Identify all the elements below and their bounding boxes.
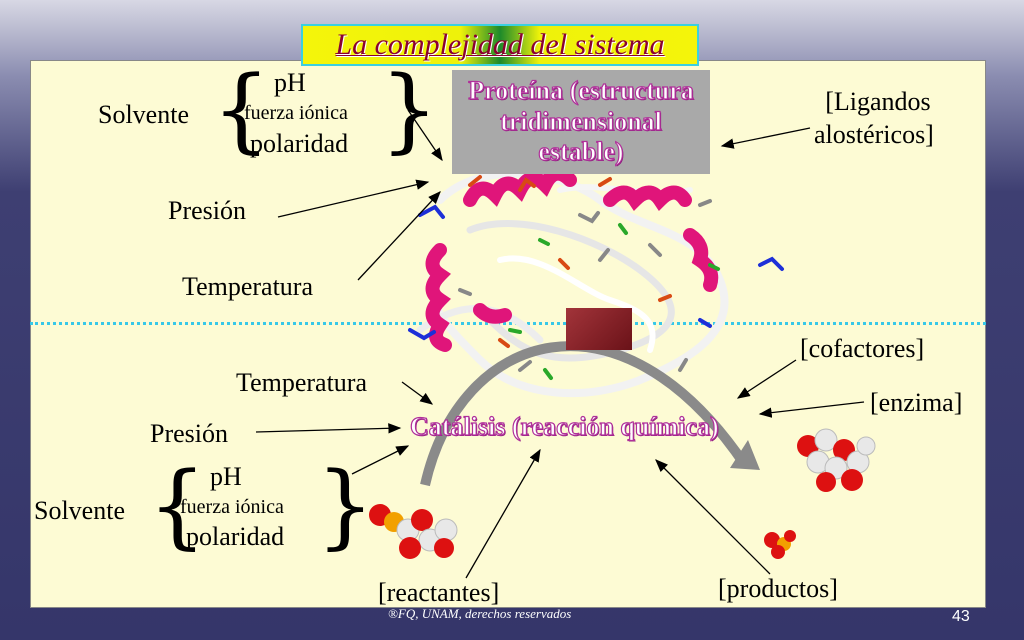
ligandos-line-1: [Ligandos [825, 87, 931, 116]
bottom-ph-label: pH [210, 462, 242, 491]
top-polaridad-label: polaridad [250, 129, 349, 158]
bottom-fuerza-ionica-label: fuerza iónica [180, 496, 284, 518]
product-molecule-large [797, 428, 876, 492]
bottom-right-brace: } [316, 452, 375, 559]
protein-label-box: Proteína (estructura tridimensional esta… [452, 70, 710, 174]
catalisis-label: Catálisis (reacción química) [409, 411, 719, 441]
top-ph-label: pH [274, 68, 306, 97]
productos-label: [productos] [718, 574, 838, 603]
cofactores-label: [cofactores] [800, 334, 925, 363]
bottom-polaridad-label: polaridad [186, 522, 285, 551]
ligandos-line-2: alostéricos] [814, 119, 934, 149]
bottom-left-brace: { [148, 452, 207, 559]
bottom-temperatura-label: Temperatura [236, 368, 367, 397]
top-presion-label: Presión [168, 196, 246, 225]
bottom-solvente-label: Solvente [34, 496, 125, 525]
slide-title: La complejidad del sistema [335, 28, 665, 61]
page-number: 43 [952, 608, 970, 625]
top-fuerza-ionica-label: fuerza iónica [244, 102, 348, 124]
reaction-arc [420, 341, 750, 487]
top-left-brace: { [212, 56, 271, 163]
reactant-molecule [369, 504, 458, 559]
active-site-block [566, 308, 632, 350]
slide-title-box: La complejidad del sistema [301, 24, 699, 66]
section-divider [30, 322, 986, 325]
protein-line-1: Proteína (estructura [468, 75, 695, 105]
bottom-presion-label: Presión [150, 419, 228, 448]
enzima-label: [enzima] [870, 388, 963, 417]
footer-copyright: ®FQ, UNAM, derechos reservados [388, 606, 572, 621]
protein-line-3: estable) [538, 137, 624, 167]
reactantes-label: [reactantes] [378, 578, 500, 607]
product-molecule-small [764, 530, 796, 559]
top-temperatura-label: Temperatura [182, 272, 313, 301]
protein-line-2: tridimensional [499, 106, 662, 136]
ligandos-label: [Ligandos alostéricos] [814, 86, 934, 151]
protein-side-chains [408, 175, 784, 380]
protein-backbone [416, 169, 729, 398]
top-solvente-label: Solvente [98, 100, 189, 129]
